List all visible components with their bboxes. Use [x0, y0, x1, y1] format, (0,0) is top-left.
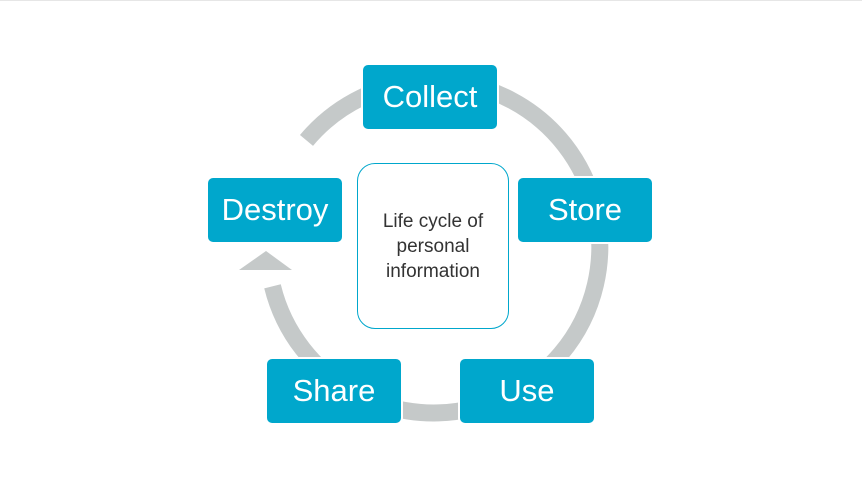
stage-collect-label: Collect — [382, 79, 478, 114]
center-label-box: Life cycle of personal information — [357, 163, 509, 329]
stage-use-label: Use — [499, 373, 555, 408]
stage-share: Share — [265, 357, 403, 425]
stage-use: Use — [458, 357, 596, 425]
center-label: Life cycle of personal information — [382, 210, 484, 282]
stage-collect: Collect — [361, 63, 499, 131]
stage-store: Store — [516, 176, 654, 244]
stage-store-label: Store — [547, 192, 623, 227]
stage-destroy: Destroy — [206, 176, 344, 244]
stage-share-label: Share — [292, 373, 376, 408]
stage-destroy-label: Destroy — [221, 192, 329, 227]
arrow-up-icon — [239, 251, 292, 270]
